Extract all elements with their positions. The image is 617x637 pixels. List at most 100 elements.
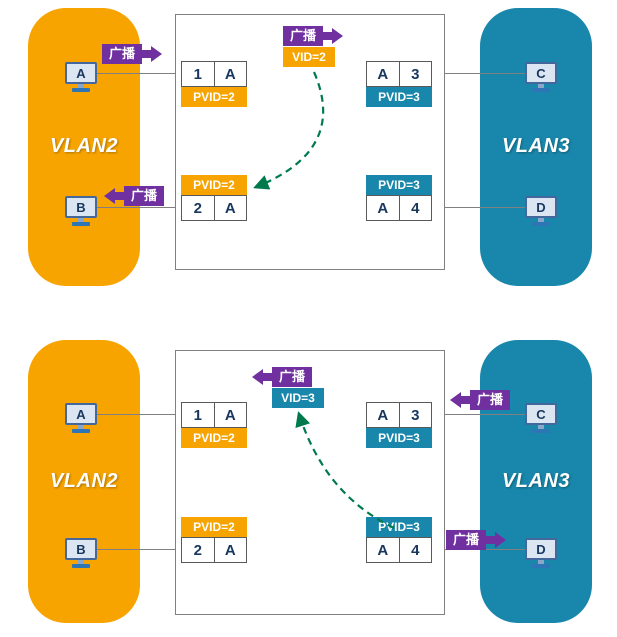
broadcast-label: 广播 xyxy=(470,389,511,411)
monitor-icon: C xyxy=(525,62,557,84)
monitor-stand xyxy=(538,218,544,222)
broadcast-frame-from-c: 广播 xyxy=(450,389,511,411)
arrow-stem xyxy=(461,396,470,404)
vid-tag-bottom: VID=3 xyxy=(272,388,324,408)
monitor-base xyxy=(532,429,550,433)
host-b-label: B xyxy=(76,541,86,557)
monitor-stand xyxy=(78,218,84,222)
port-2-top: 2 A xyxy=(181,195,247,221)
vlan2-zone-bottom xyxy=(28,340,140,623)
broadcast-frame-from-a: 广播 xyxy=(102,43,163,65)
port-1-pvid-label: PVID=2 xyxy=(181,428,247,448)
port-2-vlan-tag: A xyxy=(213,538,247,562)
monitor-base xyxy=(72,429,90,433)
host-c-bottom: C xyxy=(524,403,558,433)
arrow-left-icon xyxy=(252,369,263,385)
monitor-stand xyxy=(78,425,84,429)
vid-tag-top: VID=2 xyxy=(283,47,335,67)
host-b-bottom: B xyxy=(64,538,98,568)
port-4-bottom: A 4 xyxy=(366,537,432,563)
host-a-bottom: A xyxy=(64,403,98,433)
port-3-top: A 3 xyxy=(366,61,432,87)
host-d-top: D xyxy=(524,196,558,226)
monitor-icon: C xyxy=(525,403,557,425)
host-c-label: C xyxy=(536,406,546,422)
monitor-icon: D xyxy=(525,196,557,218)
monitor-base xyxy=(72,564,90,568)
monitor-base xyxy=(532,88,550,92)
monitor-base xyxy=(72,88,90,92)
host-c-label: C xyxy=(536,65,546,81)
broadcast-label: 广播 xyxy=(124,185,165,207)
link-hosta-port1-top xyxy=(96,73,176,74)
port-4-pvid-label: PVID=3 xyxy=(366,517,432,537)
host-a-top: A xyxy=(64,62,98,92)
link-hostb-port2-top xyxy=(96,207,176,208)
port-2-number: 2 xyxy=(193,541,202,559)
port-3-number: 3 xyxy=(398,62,432,86)
arrow-stem xyxy=(142,50,152,58)
link-port3-hostc-top xyxy=(445,73,526,74)
monitor-icon: A xyxy=(65,403,97,425)
vlan3-label-bottom: VLAN3 xyxy=(501,470,571,492)
link-hostb-port2-bottom xyxy=(96,549,176,550)
monitor-stand xyxy=(538,425,544,429)
vlan2-label-top: VLAN2 xyxy=(49,135,119,157)
monitor-icon: B xyxy=(65,538,97,560)
port-3-vlan-tag: A xyxy=(377,406,389,424)
host-d-label: D xyxy=(536,199,546,215)
monitor-base xyxy=(72,222,90,226)
arrow-left-icon xyxy=(104,188,115,204)
monitor-stand xyxy=(538,84,544,88)
host-a-label: A xyxy=(76,65,86,81)
port-1-vlan-tag: A xyxy=(213,403,247,427)
vlan3-zone-top xyxy=(480,8,592,286)
broadcast-label: 广播 xyxy=(283,25,324,47)
broadcast-frame-tagged-top: 广播 xyxy=(283,25,344,47)
port-3-pvid-label: PVID=3 xyxy=(366,428,432,448)
port-3-number: 3 xyxy=(398,403,432,427)
host-b-label: B xyxy=(76,199,86,215)
port-4-vlan-tag: A xyxy=(377,541,389,559)
broadcast-frame-tagged-bottom: 广播 xyxy=(252,366,313,388)
arrow-left-icon xyxy=(450,392,461,408)
arrow-right-icon xyxy=(332,28,344,44)
monitor-icon: B xyxy=(65,196,97,218)
port-2-pvid-label: PVID=2 xyxy=(181,175,247,195)
arrow-stem xyxy=(263,373,272,381)
port-2-pvid-label: PVID=2 xyxy=(181,517,247,537)
port-1-pvid-label: PVID=2 xyxy=(181,87,247,107)
port-2-vlan-tag: A xyxy=(213,196,247,220)
host-a-label: A xyxy=(76,406,86,422)
port-4-pvid-label: PVID=3 xyxy=(366,175,432,195)
port-3-vlan-tag: A xyxy=(377,65,389,83)
host-d-bottom: D xyxy=(524,538,558,568)
arrow-stem xyxy=(115,192,124,200)
port-2-bottom: 2 A xyxy=(181,537,247,563)
broadcast-frame-to-d: 广播 xyxy=(446,529,507,551)
monitor-icon: A xyxy=(65,62,97,84)
host-b-top: B xyxy=(64,196,98,226)
broadcast-label: 广播 xyxy=(446,529,487,551)
vlan3-label-top: VLAN3 xyxy=(501,135,571,157)
port-1-bottom: 1 A xyxy=(181,402,247,428)
port-4-top: A 4 xyxy=(366,195,432,221)
arrow-stem xyxy=(323,32,333,40)
link-port3-hostc-bottom xyxy=(445,414,526,415)
monitor-icon: D xyxy=(525,538,557,560)
port-4-number: 4 xyxy=(398,196,432,220)
broadcast-label: 广播 xyxy=(102,43,143,65)
arrow-stem xyxy=(486,536,496,544)
monitor-stand xyxy=(538,560,544,564)
arrow-right-icon xyxy=(151,46,163,62)
broadcast-label: 广播 xyxy=(272,366,313,388)
host-d-label: D xyxy=(536,541,546,557)
port-4-number: 4 xyxy=(398,538,432,562)
host-c-top: C xyxy=(524,62,558,92)
arrow-right-icon xyxy=(495,532,507,548)
port-1-number: 1 xyxy=(193,406,202,424)
port-3-pvid-label: PVID=3 xyxy=(366,87,432,107)
port-1-vlan-tag: A xyxy=(213,62,247,86)
monitor-stand xyxy=(78,84,84,88)
